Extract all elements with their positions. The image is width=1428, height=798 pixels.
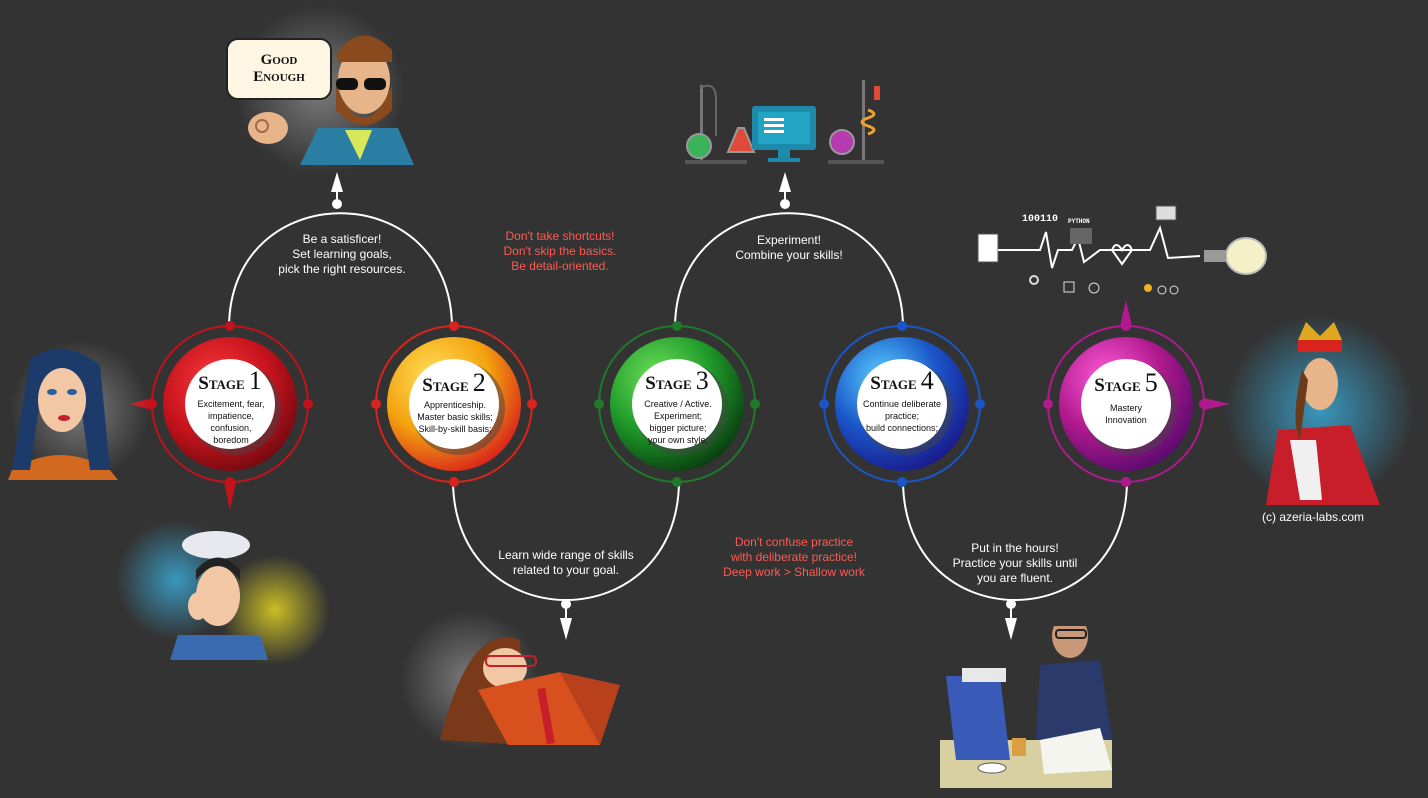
stage-1-description: Excitement, fear, impatience, confusion,…	[197, 399, 265, 445]
arrow-down-2	[560, 618, 572, 640]
arc-top-1-2	[228, 212, 453, 329]
stage-3-description: Creative / Active. Experiment; bigger pi…	[644, 399, 712, 445]
arrow-right-5	[1204, 398, 1230, 410]
speech-bubble-text: Good Enough	[253, 52, 305, 85]
lab-equipment-illustration	[685, 80, 884, 164]
stage-1-title: Stage 1	[198, 366, 262, 395]
arrow-down-1	[224, 482, 236, 510]
stage-2-description: Apprenticeship. Master basic skills; Ski…	[417, 400, 493, 434]
stage-3-ring	[594, 321, 760, 487]
binary-icon: 100110	[1022, 214, 1059, 225]
arrow-up-1	[331, 172, 343, 192]
woman-thinking-illustration	[116, 520, 330, 665]
stage-5-ring	[1043, 321, 1209, 487]
stage-4-ring	[819, 321, 985, 487]
warning-text-2: Don't confuse practice with deliberate p…	[723, 535, 865, 579]
arrow-up-3	[779, 172, 791, 192]
woman-worried-illustration	[8, 340, 150, 480]
stage-3-title: Stage 3	[645, 366, 709, 395]
queen-illustration	[1225, 315, 1415, 505]
arc-text-bottom-2: Learn wide range of skills related to yo…	[498, 548, 634, 577]
stage-2-ring	[371, 321, 537, 487]
stage-1-ring	[147, 321, 313, 487]
stage-5-description: Mastery Innovation	[1105, 403, 1147, 425]
arc-text-top-1: Be a satisficer! Set learning goals, pic…	[278, 232, 406, 276]
speech-bubble: Good Enough	[226, 38, 332, 100]
arrow-up-5	[1120, 300, 1132, 326]
warning-text-1: Don't take shortcuts! Don't skip the bas…	[503, 229, 617, 273]
arc-bottom-4-5	[902, 479, 1128, 601]
arc-text-top-3: Experiment! Combine your skills!	[735, 233, 843, 262]
man-computer-illustration	[940, 613, 1112, 788]
python-icon: PYTHON	[1068, 218, 1090, 225]
stage-5-title: Stage 5	[1094, 368, 1158, 397]
arrow-down-4	[1005, 618, 1017, 640]
woman-reading-illustration	[400, 610, 620, 750]
stage-4-description: Continue deliberate practice; build conn…	[862, 399, 942, 433]
stage-2-title: Stage 2	[422, 368, 486, 397]
ideas-illustration	[977, 205, 1267, 295]
arc-top-3-4	[674, 212, 904, 329]
arc-bottom-2-3	[452, 479, 680, 601]
arc-text-bottom-4: Put in the hours! Practice your skills u…	[952, 541, 1078, 585]
stage-4-title: Stage 4	[870, 366, 934, 395]
copyright-text: (c) azeria-labs.com	[1262, 510, 1365, 524]
connector-arrows	[331, 172, 1017, 640]
